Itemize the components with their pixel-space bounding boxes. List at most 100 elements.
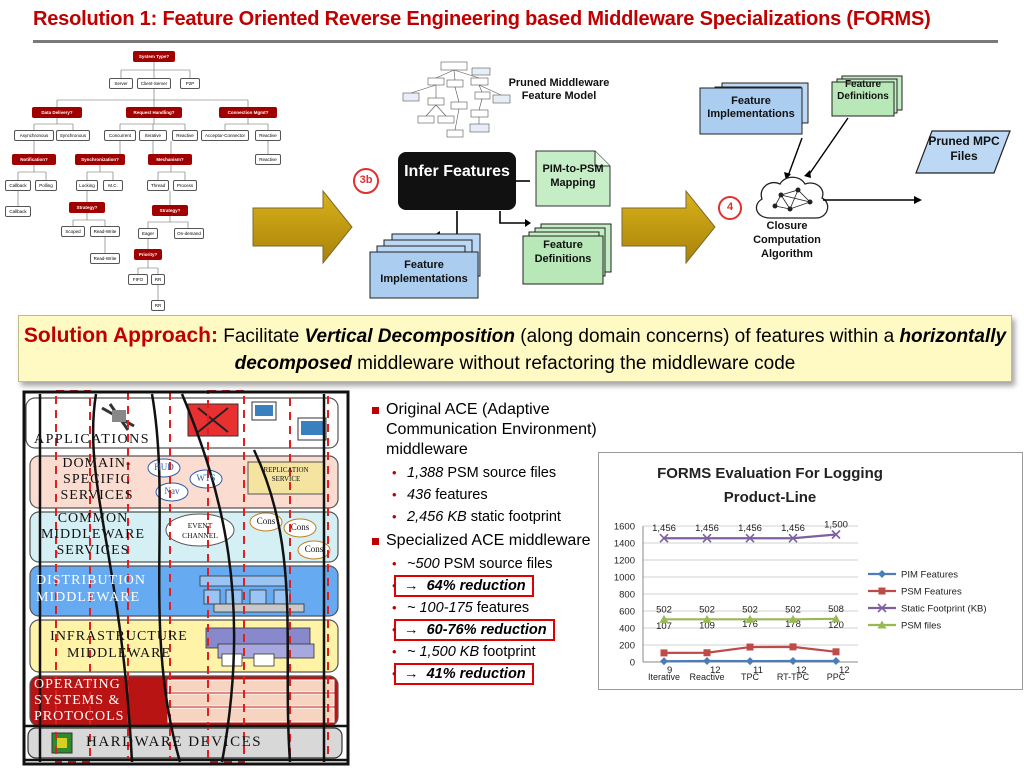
slide-title: Resolution 1: Feature Oriented Reverse E…: [33, 8, 931, 31]
pim-psm-label: PIM-to-PSM Mapping: [542, 163, 604, 189]
tree-node: Notification?: [12, 154, 56, 165]
tree-node: Eager: [138, 228, 158, 239]
hud-label: HUD: [154, 462, 174, 472]
sub-bullet: ~ 1,500 KB footprint: [370, 641, 600, 663]
data-label: 12: [839, 665, 850, 676]
arrow-right-icon: →: [404, 578, 419, 594]
data-point: [746, 643, 754, 651]
feature-model-tree: [17, 62, 269, 300]
data-label: 1,500: [824, 520, 848, 531]
layer-infrastructure: INFRASTRUCTURE MIDDLEWARE: [50, 629, 188, 661]
data-label: 11: [753, 665, 763, 676]
solution-approach-banner: Solution Approach: Facilitate Vertical D…: [18, 315, 1012, 382]
feature-impl-label: Feature Implementations: [380, 259, 468, 285]
data-label: 1,456: [781, 523, 805, 534]
cons-label: Cons: [290, 522, 310, 532]
y-tick-label: 0: [630, 658, 635, 669]
feature-impl-label-2: Feature Implementations: [707, 95, 795, 120]
tree-node: Priority?: [134, 249, 162, 260]
x-tick-label: RT-TPC: [777, 672, 810, 682]
arrowhead-icon: [914, 196, 922, 204]
data-label: 178: [785, 619, 801, 630]
tree-node: Reactive: [255, 130, 281, 141]
data-label: 107: [656, 621, 672, 632]
tree-node: Mechanism?: [148, 154, 192, 165]
tree-node: Request Handling?: [126, 107, 182, 118]
reduction-box: → 64% reduction: [394, 575, 534, 597]
data-label: 9: [667, 665, 672, 676]
layer-distribution: DISTRIBUTION MIDDLEWARE: [36, 573, 146, 605]
reduction-row: → 60-76% reduction: [370, 619, 600, 641]
y-tick-label: 1400: [614, 539, 635, 550]
data-point: [703, 656, 711, 665]
tree-node: Synchronization?: [75, 154, 125, 165]
data-label: 109: [699, 621, 715, 632]
tree-node: Callback: [5, 180, 31, 191]
tree-node: Server: [109, 78, 133, 89]
sub-bullet: 436 features: [370, 484, 600, 506]
data-point: [745, 614, 755, 623]
data-point: [832, 648, 840, 656]
tree-node: P2P: [180, 78, 200, 89]
data-label: 12: [710, 665, 721, 676]
data-label: 1,456: [738, 523, 762, 534]
data-label: 502: [699, 604, 715, 615]
tree-edges: [17, 62, 269, 300]
cons-label: Cons: [304, 544, 324, 554]
legend-label: Static Footprint (KB): [901, 604, 987, 615]
cons-label: Cons: [256, 516, 276, 526]
tree-node: FIFO: [128, 274, 148, 285]
tree-node: RR: [151, 300, 165, 311]
feature-impl-stack-2: [699, 82, 809, 135]
data-point: [878, 570, 886, 578]
y-tick-label: 1200: [614, 556, 635, 567]
process-diagram: [252, 61, 1011, 299]
reduction-box: → 60-76% reduction: [394, 619, 555, 641]
sub-bullet: 2,456 KB static footprint: [370, 506, 600, 528]
data-point: [746, 657, 754, 666]
title-prefix: Resolution 1:: [33, 8, 158, 30]
wts-label: WTS: [196, 473, 216, 483]
data-label: 502: [742, 604, 758, 615]
arrow-right-icon: →: [404, 666, 419, 682]
data-point: [788, 533, 798, 543]
solution-lead: Solution Approach:: [23, 324, 218, 347]
bullet-specialized-ace: Specialized ACE middleware: [370, 531, 600, 551]
legend-label: PSM files: [901, 621, 941, 632]
x-tick-label: TPC: [741, 672, 760, 682]
feature-nodes: System Type? Server Client-Server P2P Da…: [0, 48, 300, 314]
data-point: [789, 656, 797, 665]
layer-applications: APPLICATIONS: [34, 432, 151, 447]
layer-common-services: COMMON MIDDLEWARE SERVICES: [40, 511, 146, 558]
solution-text: (along domain concerns) of features with…: [515, 326, 900, 347]
sub-bullet: 1,388 PSM source files: [370, 462, 600, 484]
feature-slices: [38, 393, 326, 763]
data-label: 502: [656, 604, 672, 615]
pruned-model-thumbnail: [402, 61, 511, 138]
tree-node: Thread: [147, 180, 169, 191]
reduction-row: → 64% reduction: [370, 575, 600, 597]
tree-node: Asynchronous: [14, 130, 54, 141]
tree-node: Reactive: [172, 130, 198, 141]
data-point: [745, 533, 755, 543]
y-tick-label: 1000: [614, 573, 635, 584]
tree-node: Read-Write: [90, 226, 120, 237]
tree-node: Polling: [35, 180, 57, 191]
tree-node: Concurrent: [104, 130, 136, 141]
forms-evaluation-chart: FORMS Evaluation For LoggingProduct-Line…: [614, 465, 987, 682]
feature-def-label-2: Feature Definitions: [837, 79, 889, 102]
feature-def-stack-1: [522, 223, 612, 285]
data-label: 1,456: [652, 523, 676, 534]
layer-os-protocols: OPERATING SYSTEMS & PROTOCOLS: [34, 677, 125, 724]
y-tick-label: 400: [619, 624, 635, 635]
data-point: [659, 533, 669, 543]
data-label: 1,456: [695, 523, 719, 534]
tree-node: Client-Server: [137, 78, 171, 89]
chart-title-line: Product-Line: [724, 489, 817, 506]
data-point: [831, 529, 841, 540]
nav-label: Nav: [164, 486, 180, 496]
infrastructure-blocks: [205, 627, 315, 667]
arrowhead-icon: [525, 219, 531, 227]
legend-label: PSM Features: [901, 587, 962, 598]
step-3b-badge: [353, 168, 379, 194]
